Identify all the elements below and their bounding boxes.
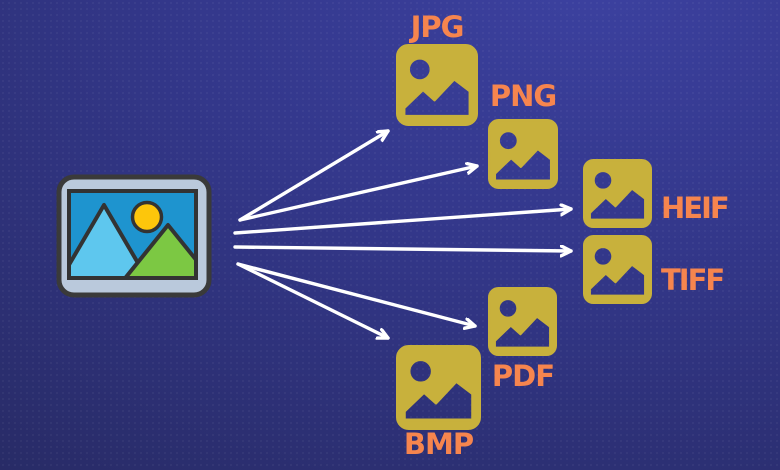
arrow-source-to-png bbox=[238, 166, 479, 222]
format-label-heif: HEIF bbox=[661, 191, 730, 225]
mountain-left bbox=[69, 203, 154, 278]
photo-inner-border bbox=[67, 189, 198, 280]
arrow-source-to-jpg bbox=[238, 129, 390, 222]
format-label-bmp: BMP bbox=[403, 427, 474, 461]
arrow-source-to-pdf bbox=[236, 262, 477, 326]
arrow-source-to-heif bbox=[233, 209, 573, 235]
format-label-jpg: JPG bbox=[410, 10, 465, 44]
format-label-png: PNG bbox=[489, 79, 557, 113]
tiff-image-file-icon bbox=[583, 235, 652, 304]
mountain-right bbox=[116, 223, 196, 278]
heif-image-file-icon bbox=[583, 159, 652, 228]
pdf-image-file-icon bbox=[488, 287, 557, 356]
source-image-icon bbox=[56, 174, 212, 298]
png-image-file-icon bbox=[488, 119, 558, 189]
bmp-image-file-icon bbox=[396, 345, 481, 430]
arrow-source-to-tiff bbox=[233, 247, 573, 251]
format-label-tiff: TIFF bbox=[661, 263, 725, 297]
jpg-image-file-icon bbox=[396, 44, 478, 126]
sun-icon bbox=[130, 200, 164, 234]
format-label-pdf: PDF bbox=[491, 359, 555, 393]
arrow-source-to-bmp bbox=[236, 262, 390, 338]
